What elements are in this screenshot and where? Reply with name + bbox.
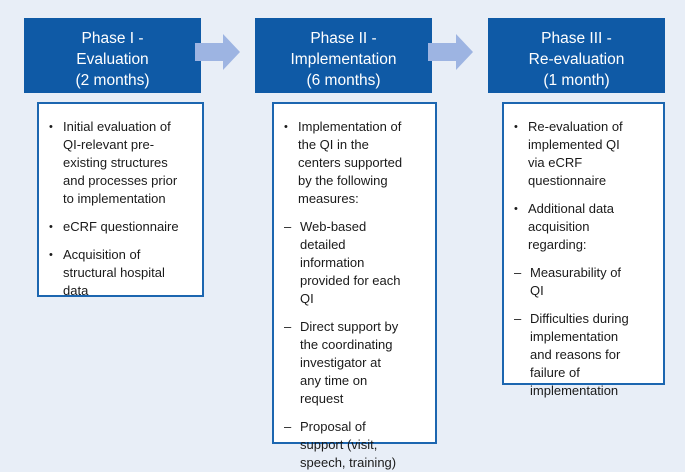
phase3-header: Phase III - Re-evaluation (1 month)	[488, 18, 665, 93]
phase2-title-line: (6 months)	[306, 72, 381, 89]
phase2-header: Phase II - Implementation (6 months)	[255, 18, 432, 93]
list-item: eCRF questionnaire	[49, 218, 194, 236]
list-item: Implementation of the QI in the centers …	[284, 118, 429, 208]
phase1-title-line: Phase I -	[81, 30, 144, 47]
list-subitem: Measurability of QI	[514, 264, 657, 300]
phase3-title-line: (1 month)	[543, 72, 610, 89]
phase3-title-line: Phase III -	[541, 30, 612, 47]
phase2-details-box: Implementation of the QI in the centers …	[272, 102, 437, 470]
list-subitem: Difficulties during implementation and r…	[514, 310, 657, 400]
right-arrow-icon	[195, 34, 240, 70]
phase1-title-line: (2 months)	[75, 72, 150, 89]
list-subitem: Direct support by the coordinating inves…	[284, 318, 429, 408]
phase2-title-line: Implementation	[290, 51, 397, 68]
phase1-details-box: Initial evaluation of QI-relevant pre- e…	[37, 102, 204, 300]
phase3-details-box: Re-evaluation of implemented QI via eCRF…	[502, 102, 665, 398]
phase1-title-line: Evaluation	[76, 51, 149, 68]
list-item: Additional data acquisition regarding:	[514, 200, 657, 254]
phase3-title-line: Re-evaluation	[528, 51, 625, 68]
phase2-title-line: Phase II -	[310, 30, 377, 47]
list-subitem: Web-based detailed information provided …	[284, 218, 429, 308]
list-item: Re-evaluation of implemented QI via eCRF…	[514, 118, 657, 190]
list-item: Initial evaluation of QI-relevant pre- e…	[49, 118, 194, 208]
list-subitem: Proposal of support (visit, speech, trai…	[284, 418, 429, 472]
right-arrow-icon	[428, 34, 473, 70]
phase1-header: Phase I - Evaluation (2 months)	[24, 18, 201, 93]
list-item: Acquisition of structural hospital data	[49, 246, 194, 300]
